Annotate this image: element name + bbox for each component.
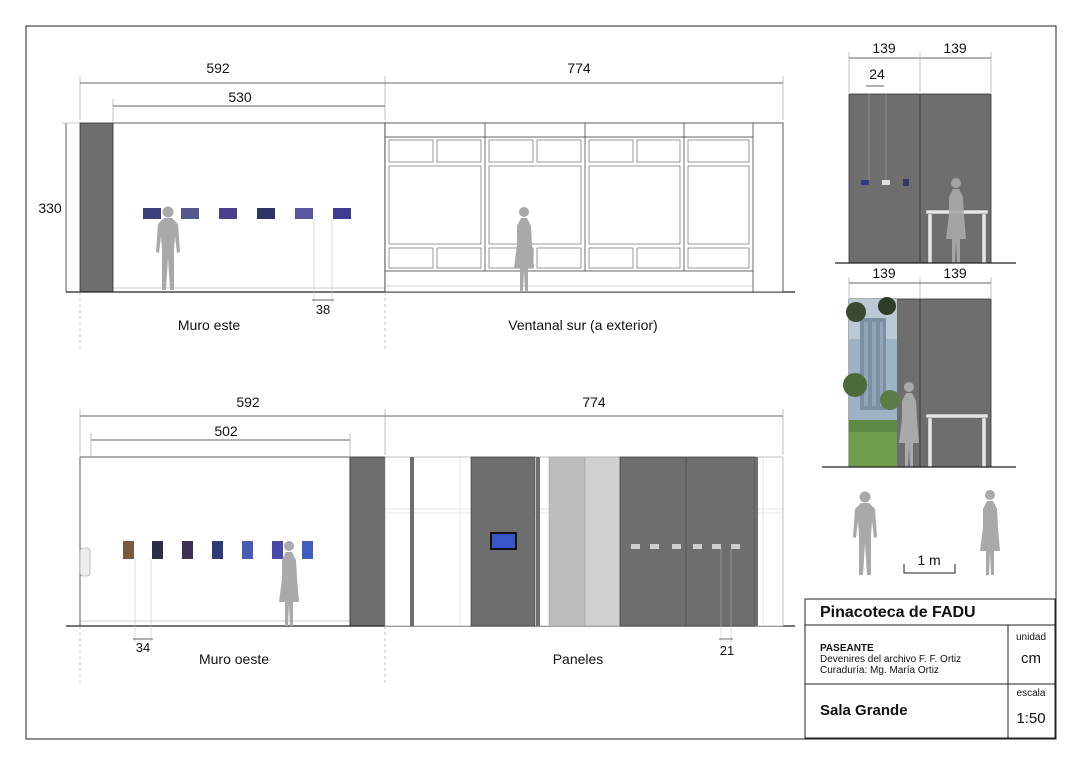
display-table-leg: [927, 417, 933, 468]
panel-edge: [536, 457, 540, 626]
window-mullions: [388, 139, 750, 269]
east-wall-surface: [112, 122, 386, 293]
side-top-artwork: [882, 180, 890, 185]
side-top-artwork: [903, 179, 909, 186]
south-window-label: Ventanal sur (a exterior): [508, 317, 657, 333]
west-wall-elevation: 592 502 34 Muro oeste: [66, 394, 795, 686]
east-dim-inner: 530: [228, 89, 252, 105]
unit-label: unidad: [1016, 632, 1046, 643]
scale-bar: [903, 564, 956, 574]
panels-dim-total: 774: [582, 394, 606, 410]
west-dim-total: 592: [236, 394, 260, 410]
panels-label: Paneles: [553, 651, 604, 667]
south-window-elevation: 774 Ventanal sur (a exterior): [384, 60, 784, 352]
side-bottom-dim-right: 139: [943, 265, 967, 281]
panel-light: [584, 456, 621, 627]
south-dim-total: 774: [567, 60, 591, 76]
side-top-dim-left: 139: [872, 40, 896, 56]
east-artwork: [181, 208, 199, 219]
east-wall-label: Muro este: [178, 317, 240, 333]
east-dim-height: 330: [38, 200, 62, 216]
side-top-dim-right: 139: [943, 40, 967, 56]
scale-label: escala: [1017, 688, 1046, 699]
panel-dark-large: [619, 456, 756, 627]
side-view-top: 139 139 24: [835, 40, 1016, 264]
panels-elevation: 774 21 Paneles: [384, 394, 784, 686]
side-bottom-dim-left: 139: [872, 265, 896, 281]
east-dim-total: 592: [206, 60, 230, 76]
panel-edge: [410, 457, 414, 626]
west-artwork: [182, 541, 193, 559]
west-wall-dark-section: [349, 456, 386, 627]
east-wall-elevation: 592 530 330 38 Muro este: [38, 60, 795, 352]
panel-screen-display: [492, 534, 515, 548]
scale-figures: 1 m: [853, 490, 1000, 575]
west-artwork: [302, 541, 313, 559]
east-artwork: [219, 208, 237, 219]
east-wall-dark-section: [79, 122, 114, 293]
display-table-top: [925, 413, 989, 419]
east-artwork: [143, 208, 161, 219]
panel-small-artworks: [631, 544, 740, 549]
west-dim-inner: 502: [214, 423, 238, 439]
west-dim-spacing: 34: [136, 640, 150, 655]
person-silhouette: [853, 491, 877, 575]
display-table-leg: [927, 213, 933, 264]
west-artwork: [212, 541, 223, 559]
west-wall-label: Muro oeste: [199, 651, 269, 667]
scale-bar-label: 1 m: [917, 552, 940, 568]
unit-value: cm: [1021, 650, 1041, 667]
east-artwork: [257, 208, 275, 219]
side-view-bottom: 139 139: [822, 265, 1016, 468]
panels-dim-spacing: 21: [720, 643, 734, 658]
west-artwork: [152, 541, 163, 559]
east-artwork: [333, 208, 351, 219]
panel-edge: [755, 457, 758, 626]
title-block: Pinacoteca de FADU PASEANTE Devenires de…: [804, 598, 1056, 739]
project-subtitle: Devenires del archivo F. F. Ortiz: [820, 654, 961, 665]
institution-name: Pinacoteca de FADU: [820, 604, 976, 621]
room-name: Sala Grande: [820, 702, 908, 719]
sheet-border: [25, 25, 1057, 740]
side-top-dim-detail: 24: [869, 66, 885, 82]
window-view-photo: [843, 297, 900, 467]
east-artwork: [295, 208, 313, 219]
west-wall-fixture: [79, 547, 91, 577]
project-title: PASEANTE: [820, 643, 874, 654]
display-table-leg: [981, 213, 987, 264]
person-silhouette: [980, 490, 1000, 575]
west-artwork: [272, 541, 283, 559]
west-artwork: [123, 541, 134, 559]
panel-light: [548, 456, 586, 627]
east-dim-spacing: 38: [316, 302, 330, 317]
west-artwork: [242, 541, 253, 559]
south-window-frame: [384, 122, 784, 293]
scale-value: 1:50: [1016, 710, 1045, 727]
side-top-artwork: [861, 180, 869, 185]
display-table-leg: [981, 417, 987, 468]
project-curator: Curaduría: Mg. María Ortiz: [820, 665, 939, 676]
